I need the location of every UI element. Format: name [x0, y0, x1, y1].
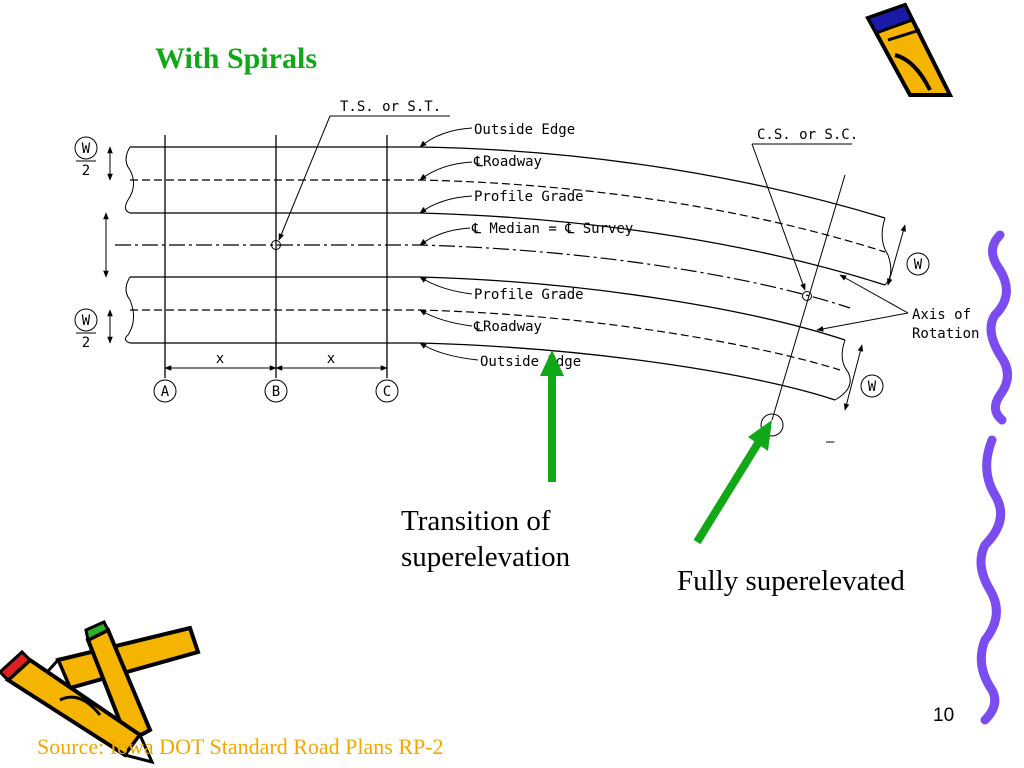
station-b-circle: [264, 379, 288, 403]
outside-edge-top-label: Outside Edge: [474, 122, 575, 138]
dash-mark: –: [826, 434, 835, 450]
cs-leader: [751, 143, 806, 291]
w-circle-right-top: [906, 252, 930, 276]
roadway-bottom-line: [130, 309, 841, 371]
full-arrow-shaft: [693, 437, 764, 545]
roadway-top-leader: [419, 161, 473, 181]
axis-label-line1: Axis of: [912, 307, 971, 323]
median-survey-label: ℄ Median = ℄ Survey: [471, 221, 633, 237]
outside-edge-bottom-line: [130, 342, 836, 401]
profile-grade-bottom-leader: [419, 276, 473, 295]
roadway-top-label: ℄Roadway: [473, 154, 542, 170]
roadway-top-line: [130, 179, 886, 253]
w-circle-top: [74, 136, 98, 160]
roadway-bottom-label: ℄Roadway: [473, 319, 542, 335]
ts-point: [271, 240, 281, 250]
transition-caption-line2: superelevation: [401, 541, 571, 573]
axis-leader-top: [839, 274, 909, 314]
two-label-top: 2: [82, 163, 90, 179]
transition-arrow-head: [540, 350, 564, 376]
w-label-right-top: W: [914, 257, 923, 273]
station-c-label: C: [383, 384, 391, 400]
squiggle-border-icon: [976, 230, 1012, 725]
two-label-bottom: 2: [82, 335, 90, 351]
x-label-bc: x: [327, 351, 335, 367]
break-mark-right-bottom: [834, 339, 851, 401]
cs-section-line: [771, 174, 846, 421]
transition-caption-line1: Transition of: [401, 505, 551, 537]
median-survey-leader: [419, 227, 471, 246]
station-b-label: B: [272, 384, 280, 400]
ts-leader: [278, 115, 331, 241]
cs-point: [802, 291, 812, 301]
source-citation: Source: Iowa DOT Standard Road Plans RP-…: [37, 734, 444, 759]
profile-grade-top-line: [130, 212, 886, 286]
x-label-ab: x: [216, 351, 224, 367]
station-a-label: A: [161, 384, 170, 400]
outside-edge-top-line: [130, 146, 886, 219]
w-label-bottom: W: [82, 313, 91, 329]
w-circle-right-bottom: [860, 374, 884, 398]
w-circle-bottom: [74, 308, 98, 332]
station-d-circle: [760, 413, 784, 437]
station-a-circle: [153, 379, 177, 403]
dim-w-right-top: [887, 224, 906, 286]
w-label-top: W: [82, 141, 91, 157]
profile-grade-top-leader: [419, 195, 473, 214]
pencils-clipart-icon: [0, 620, 201, 765]
break-mark-top: [124, 146, 134, 214]
transition-caption: Transition of superelevation: [401, 503, 570, 575]
w-label-right-bottom: W: [868, 379, 877, 395]
roadway-bottom-leader: [419, 309, 473, 327]
break-mark-bottom: [124, 276, 134, 344]
slide-title: With Spirals: [155, 42, 317, 75]
cs-label: C.S. or S.C.: [757, 127, 858, 143]
page-number: 10: [933, 705, 955, 726]
fully-superelevated-caption: Fully superelevated: [677, 565, 905, 597]
profile-grade-bottom-label: Profile Grade: [474, 287, 584, 303]
dim-w-right-bottom: [843, 344, 864, 411]
profile-grade-bottom-line: [130, 276, 846, 341]
pencil-clipart-icon: [865, 2, 954, 97]
outside-edge-top-leader: [419, 127, 473, 148]
axis-label-line2: Rotation: [912, 326, 979, 342]
axis-leader-bottom: [816, 312, 909, 332]
profile-grade-top-label: Profile Grade: [474, 189, 584, 205]
outside-edge-bottom-label: Outside Edge: [480, 354, 581, 370]
outside-edge-bottom-leader: [419, 342, 479, 361]
full-arrow-head: [748, 420, 772, 451]
station-c-circle: [375, 379, 399, 403]
median-survey-line: [115, 244, 851, 309]
ts-label: T.S. or S.T.: [340, 99, 441, 115]
